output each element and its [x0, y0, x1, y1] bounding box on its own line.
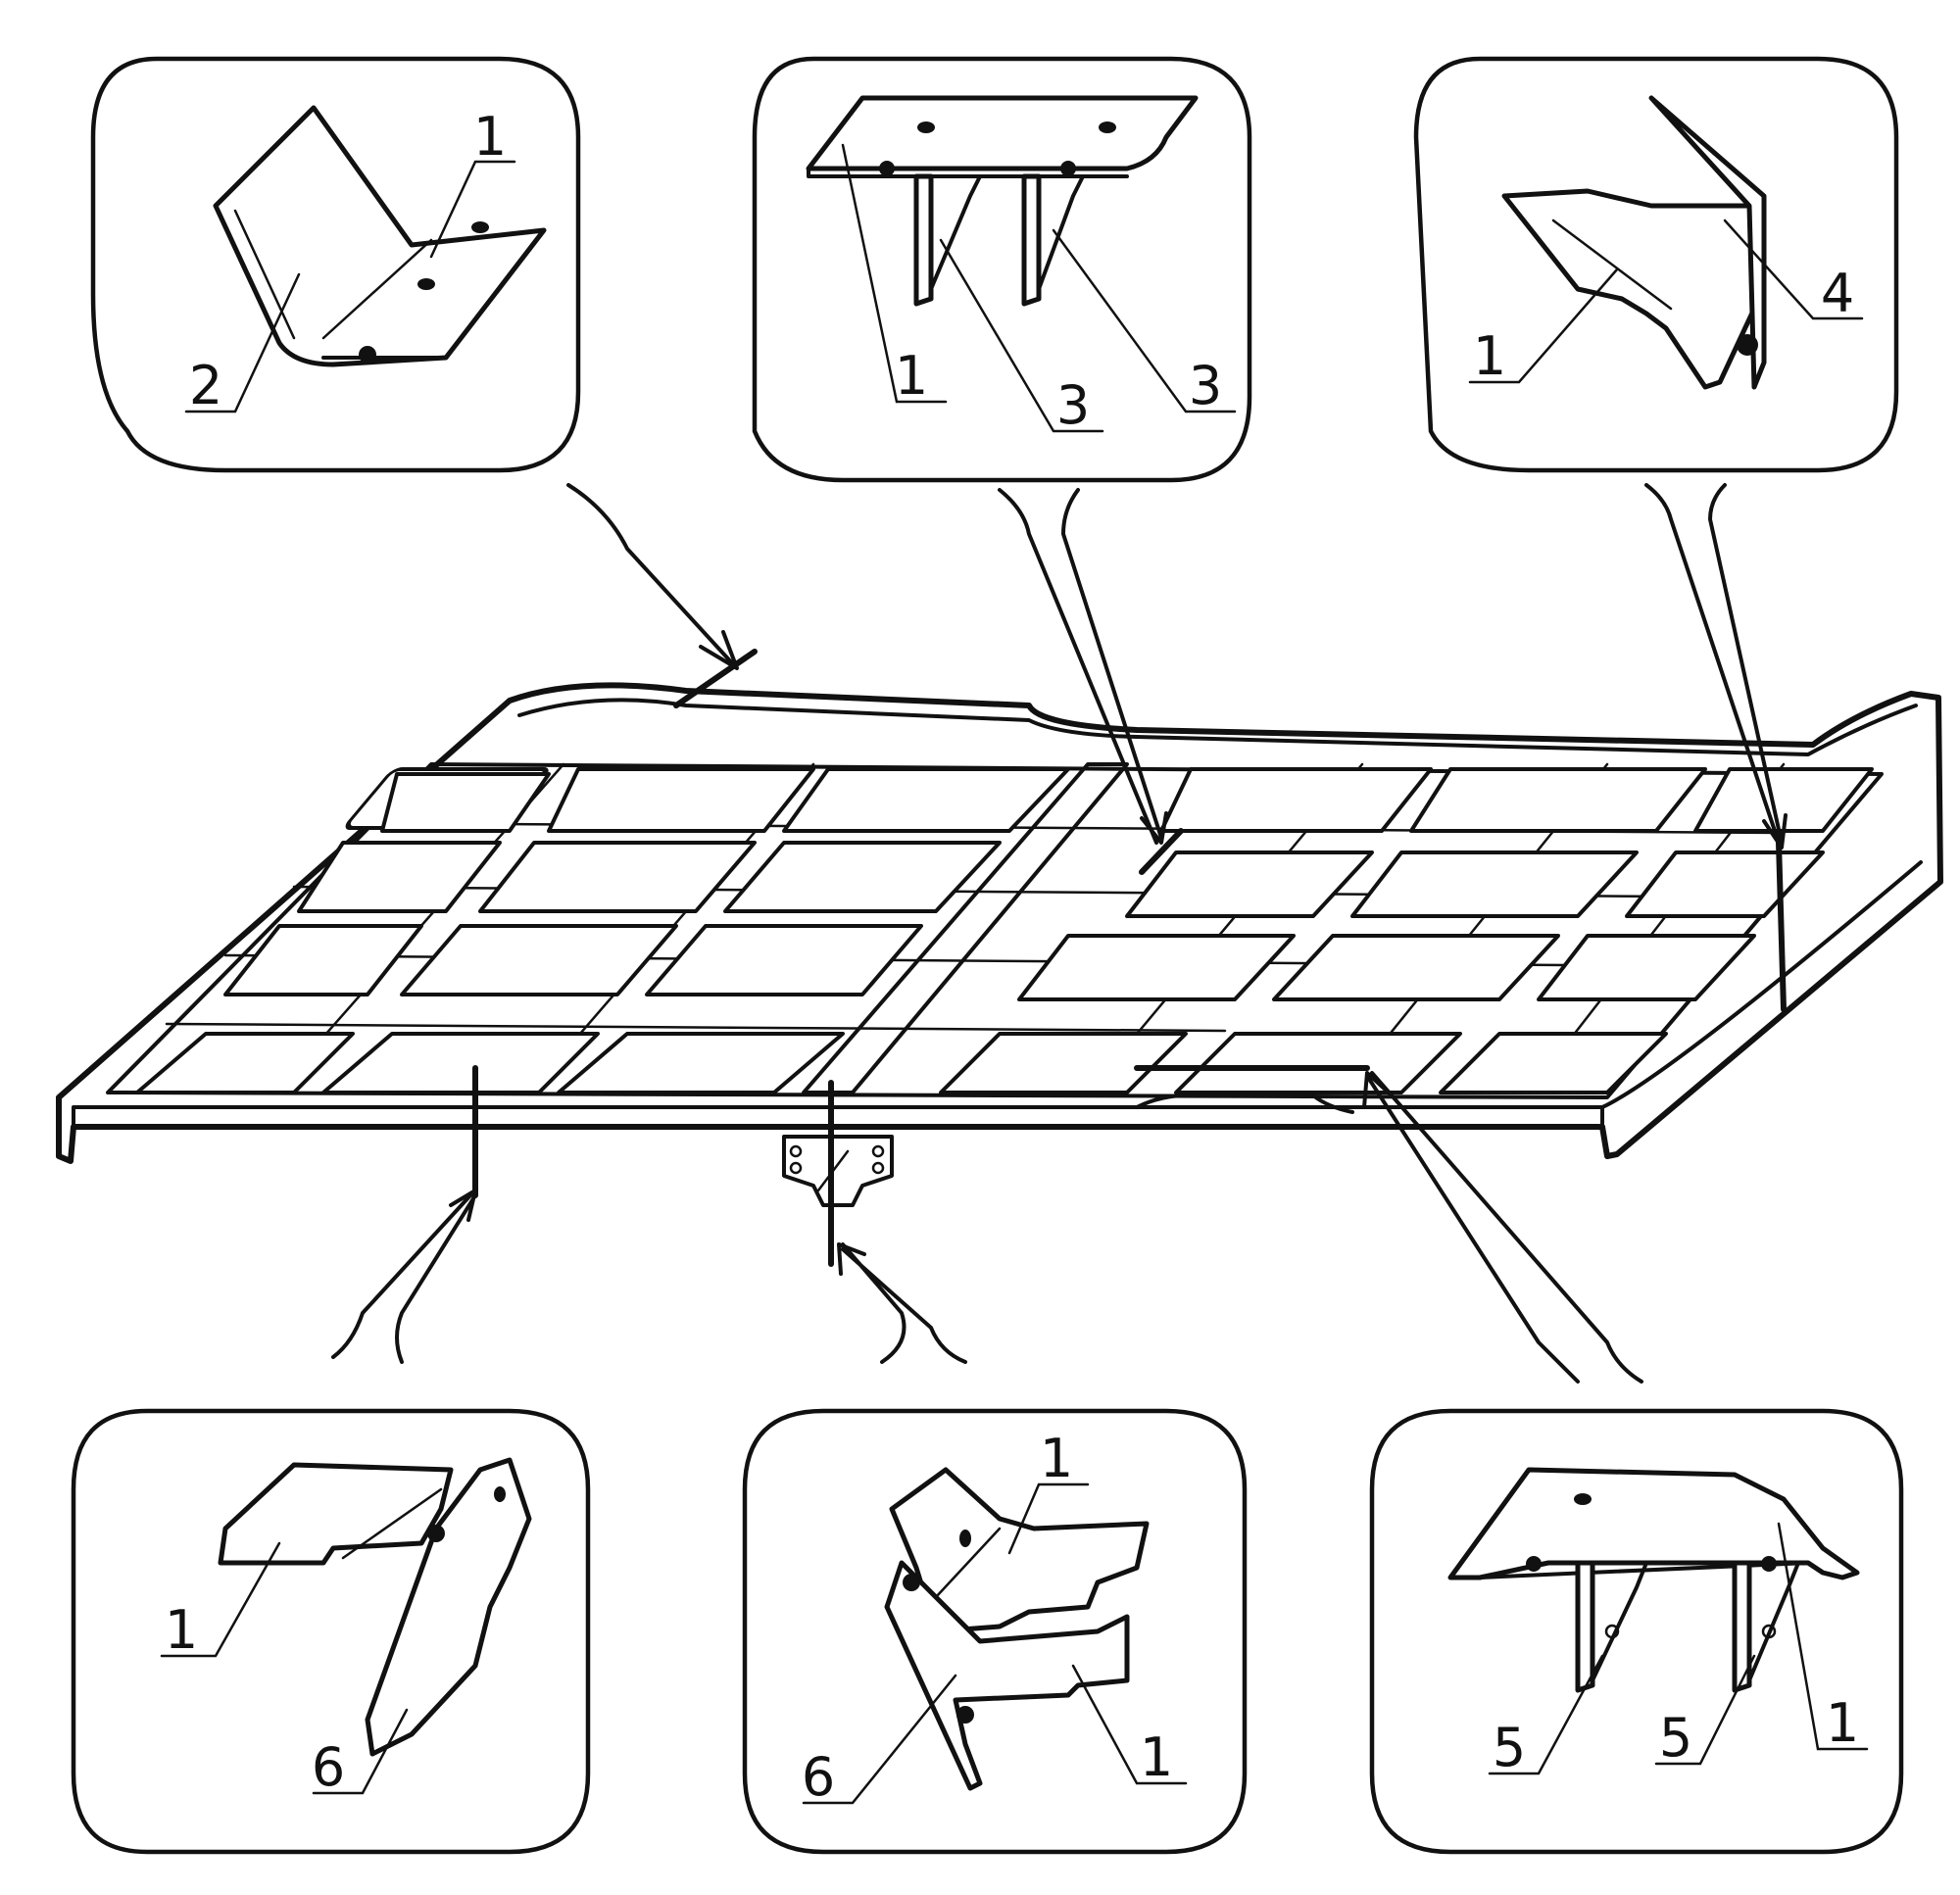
- leader-top-center-a: [998, 488, 1158, 845]
- leader-bottom-right-a: [1365, 1074, 1580, 1384]
- leader-label-lines: [184, 160, 516, 413]
- leader-label-lines: [802, 1482, 1188, 1805]
- arrow-bottom-right: [1362, 1071, 1394, 1109]
- callout-top-left: 1 2: [90, 56, 581, 473]
- arrow-bottom-center: [837, 1242, 866, 1276]
- centre-beam: [802, 762, 1129, 1094]
- callout-label: 4: [1821, 263, 1854, 324]
- arrow-bottom-left: [449, 1189, 477, 1222]
- callout-label: 3: [1056, 374, 1090, 436]
- callout-bubble: [742, 1408, 1248, 1855]
- panel-cells: [135, 767, 1874, 1094]
- callout-top-right: 4 1: [1413, 56, 1899, 473]
- leader-label-lines: [1488, 1522, 1869, 1775]
- roof-outer-contour: [56, 682, 1943, 1164]
- leader-lines: [331, 483, 1788, 1384]
- callout-label: 1: [1826, 1692, 1859, 1754]
- callout-label: 1: [165, 1599, 198, 1661]
- leader-bottom-center-a: [841, 1242, 906, 1364]
- leader-bottom-left-a: [331, 1193, 472, 1359]
- leader-label-lines: [1468, 219, 1864, 384]
- leader-top-right-b: [1708, 483, 1784, 845]
- callout-label: 5: [1493, 1717, 1526, 1778]
- leader-top-right-a: [1644, 483, 1781, 845]
- arrow-top-right: [1762, 813, 1788, 850]
- callout-bottom-left: 1 6: [71, 1408, 591, 1855]
- callout-bottom-right: 5 5 1: [1369, 1408, 1904, 1855]
- callout-label: 1: [1473, 325, 1506, 387]
- arrow-top-center: [1140, 811, 1168, 845]
- section-cut-lines: [472, 649, 1787, 1267]
- centre-bottom-bracket: [782, 1135, 894, 1207]
- callout-label: 1: [1040, 1428, 1073, 1489]
- callout-label: 1: [1140, 1726, 1173, 1788]
- leader-bottom-center-b: [841, 1247, 967, 1364]
- callout-label: 5: [1659, 1707, 1692, 1769]
- leader-label-lines: [160, 1541, 409, 1795]
- callout-top-center: 1 3 3: [752, 56, 1252, 483]
- leader-top-left: [566, 483, 737, 668]
- front-rail: [72, 860, 1923, 1129]
- section-detail-drawing: [806, 95, 1199, 307]
- callout-label: 1: [473, 106, 507, 168]
- section-detail-drawing: [218, 1457, 532, 1757]
- leader-bottom-right-b: [1370, 1071, 1643, 1384]
- callout-label: 6: [312, 1736, 345, 1798]
- callout-bottom-center: 1 6 1: [742, 1408, 1248, 1855]
- section-detail-drawing: [1447, 1467, 1860, 1693]
- callout-label: 2: [189, 355, 222, 416]
- callout-label: 6: [802, 1746, 835, 1808]
- arrow-top-left: [699, 630, 739, 670]
- section-detail-drawing: [1501, 95, 1767, 390]
- front-rail-dip: [1135, 1093, 1354, 1114]
- section-detail-drawing: [884, 1467, 1150, 1791]
- leader-bottom-left-b: [395, 1193, 477, 1364]
- leader-top-center-b: [1061, 488, 1163, 840]
- leader-label-lines: [841, 143, 1237, 433]
- callout-label: 3: [1189, 355, 1222, 416]
- callout-label: 1: [895, 345, 928, 407]
- rear-edge: [517, 698, 1918, 756]
- main-roof-assembly: [56, 649, 1943, 1267]
- section-detail-drawing: [213, 105, 547, 367]
